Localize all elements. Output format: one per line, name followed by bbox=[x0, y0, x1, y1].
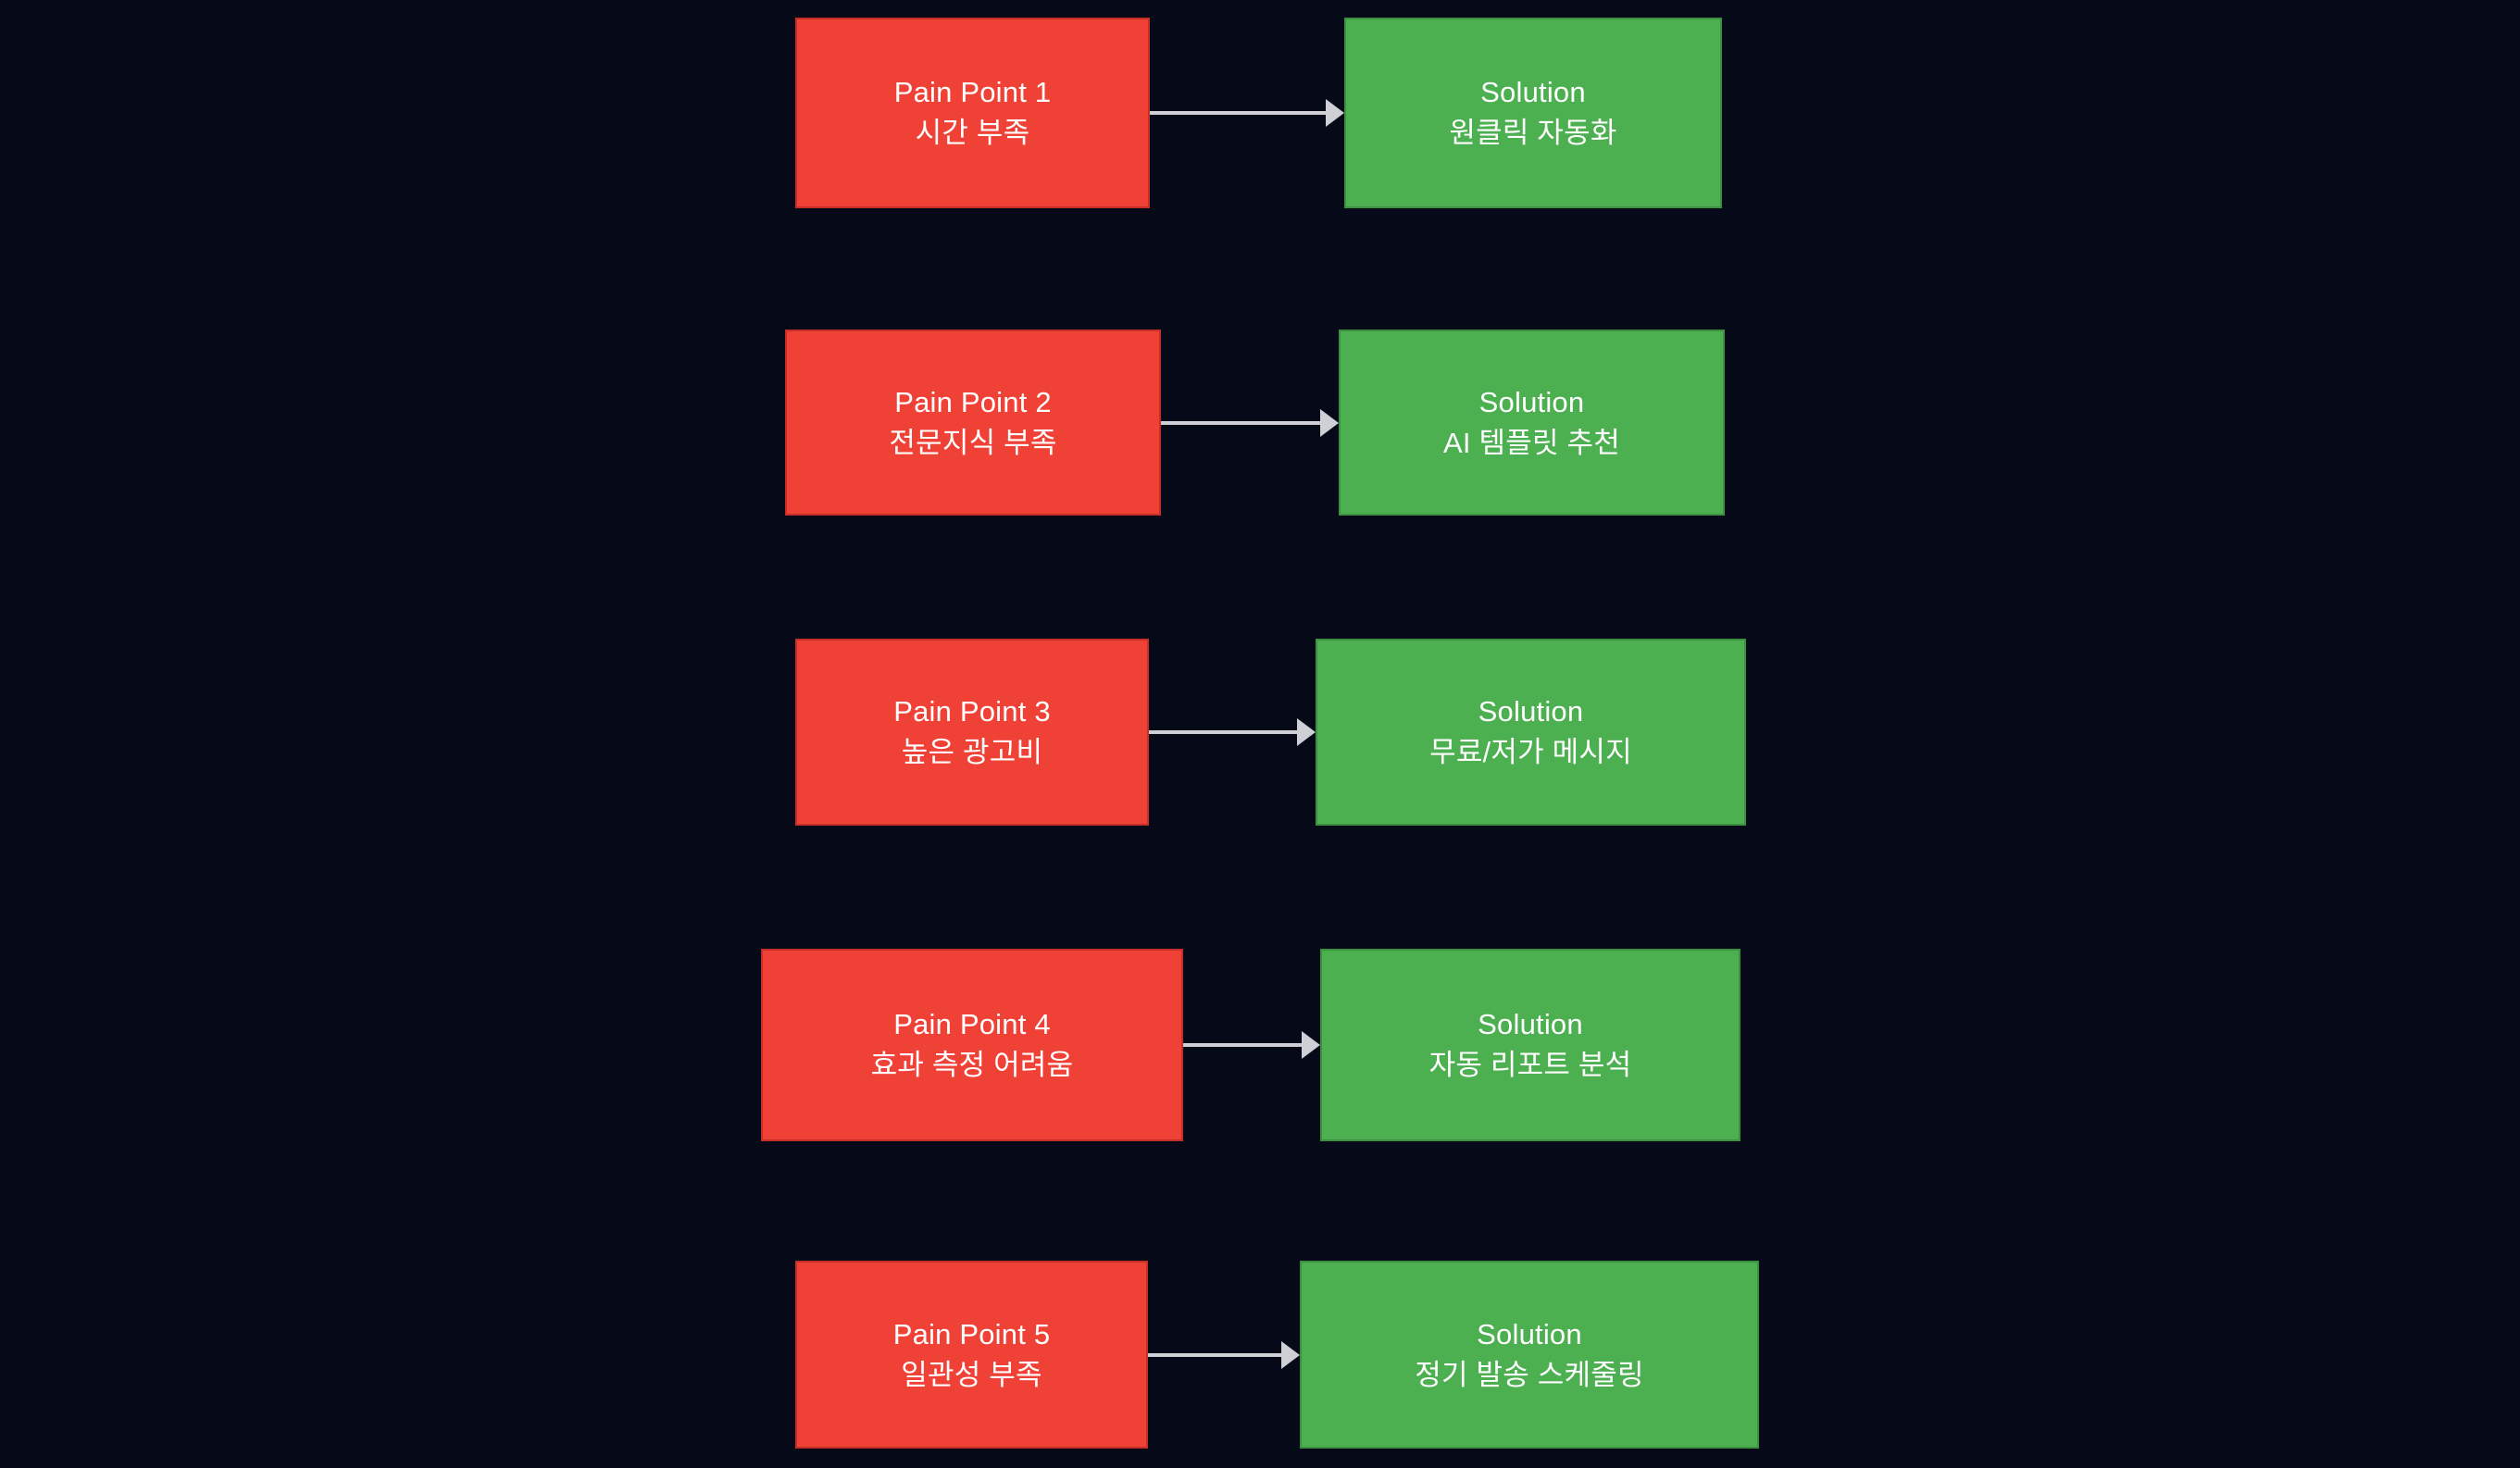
arrow-shaft bbox=[1149, 730, 1301, 734]
solution-title-4: Solution bbox=[1478, 1008, 1583, 1041]
solution-box-1[interactable]: Solution 원클릭 자동화 bbox=[1344, 18, 1722, 208]
arrow-right-icon bbox=[1149, 714, 1316, 751]
arrow-right-icon bbox=[1150, 94, 1344, 131]
pain-point-detail-3: 높은 광고비 bbox=[901, 736, 1043, 768]
pain-point-detail-5: 일관성 부족 bbox=[901, 1358, 1042, 1391]
flow-row-5: Pain Point 5 일관성 부족 Solution 정기 발송 스케줄링 bbox=[795, 1261, 1759, 1449]
pain-point-box-5[interactable]: Pain Point 5 일관성 부족 bbox=[795, 1261, 1148, 1449]
arrow-shaft bbox=[1150, 111, 1329, 115]
solution-box-3[interactable]: Solution 무료/저가 메시지 bbox=[1316, 639, 1746, 826]
solution-title-5: Solution bbox=[1477, 1317, 1582, 1350]
arrow-right-icon bbox=[1148, 1337, 1300, 1374]
solution-detail-1: 원클릭 자동화 bbox=[1449, 117, 1617, 149]
solution-title-3: Solution bbox=[1478, 695, 1584, 728]
solution-detail-3: 무료/저가 메시지 bbox=[1429, 736, 1632, 768]
solution-detail-5: 정기 발송 스케줄링 bbox=[1415, 1358, 1644, 1391]
solution-box-4[interactable]: Solution 자동 리포트 분석 bbox=[1320, 949, 1740, 1141]
pain-point-title-1: Pain Point 1 bbox=[893, 76, 1052, 109]
arrow-shaft bbox=[1183, 1043, 1305, 1047]
solution-box-5[interactable]: Solution 정기 발송 스케줄링 bbox=[1300, 1261, 1759, 1449]
arrow-right-icon bbox=[1183, 1026, 1320, 1064]
pain-point-box-2[interactable]: Pain Point 2 전문지식 부족 bbox=[785, 330, 1161, 516]
flow-row-2: Pain Point 2 전문지식 부족 Solution AI 템플릿 추천 bbox=[785, 330, 1725, 516]
solution-title-2: Solution bbox=[1478, 385, 1585, 418]
pain-point-detail-1: 시간 부족 bbox=[915, 117, 1030, 149]
flow-row-4: Pain Point 4 효과 측정 어려움 Solution 자동 리포트 분석 bbox=[761, 949, 1740, 1141]
solution-title-1: Solution bbox=[1480, 76, 1586, 109]
solution-box-2[interactable]: Solution AI 템플릿 추천 bbox=[1339, 330, 1725, 516]
pain-point-box-1[interactable]: Pain Point 1 시간 부족 bbox=[795, 18, 1150, 208]
pain-point-detail-4: 효과 측정 어려움 bbox=[870, 1049, 1074, 1081]
solution-detail-4: 자동 리포트 분석 bbox=[1428, 1049, 1632, 1081]
pain-point-title-4: Pain Point 4 bbox=[893, 1008, 1051, 1041]
arrow-head bbox=[1281, 1340, 1300, 1369]
arrow-head bbox=[1326, 99, 1344, 127]
arrow-head bbox=[1302, 1031, 1320, 1059]
flow-row-1: Pain Point 1 시간 부족 Solution 원클릭 자동화 bbox=[795, 18, 1722, 208]
arrow-right-icon bbox=[1161, 404, 1339, 442]
pain-point-box-4[interactable]: Pain Point 4 효과 측정 어려움 bbox=[761, 949, 1183, 1141]
arrow-shaft bbox=[1148, 1352, 1285, 1357]
pain-point-detail-2: 전문지식 부족 bbox=[889, 426, 1057, 459]
arrow-shaft bbox=[1161, 420, 1324, 425]
pain-point-box-3[interactable]: Pain Point 3 높은 광고비 bbox=[795, 639, 1149, 826]
pain-point-title-5: Pain Point 5 bbox=[892, 1317, 1051, 1350]
flow-row-3: Pain Point 3 높은 광고비 Solution 무료/저가 메시지 bbox=[795, 639, 1746, 826]
arrow-head bbox=[1297, 718, 1316, 746]
pain-point-title-3: Pain Point 3 bbox=[893, 695, 1051, 728]
arrow-head bbox=[1320, 408, 1339, 437]
pain-point-title-2: Pain Point 2 bbox=[894, 385, 1052, 418]
solution-detail-2: AI 템플릿 추천 bbox=[1443, 426, 1620, 459]
